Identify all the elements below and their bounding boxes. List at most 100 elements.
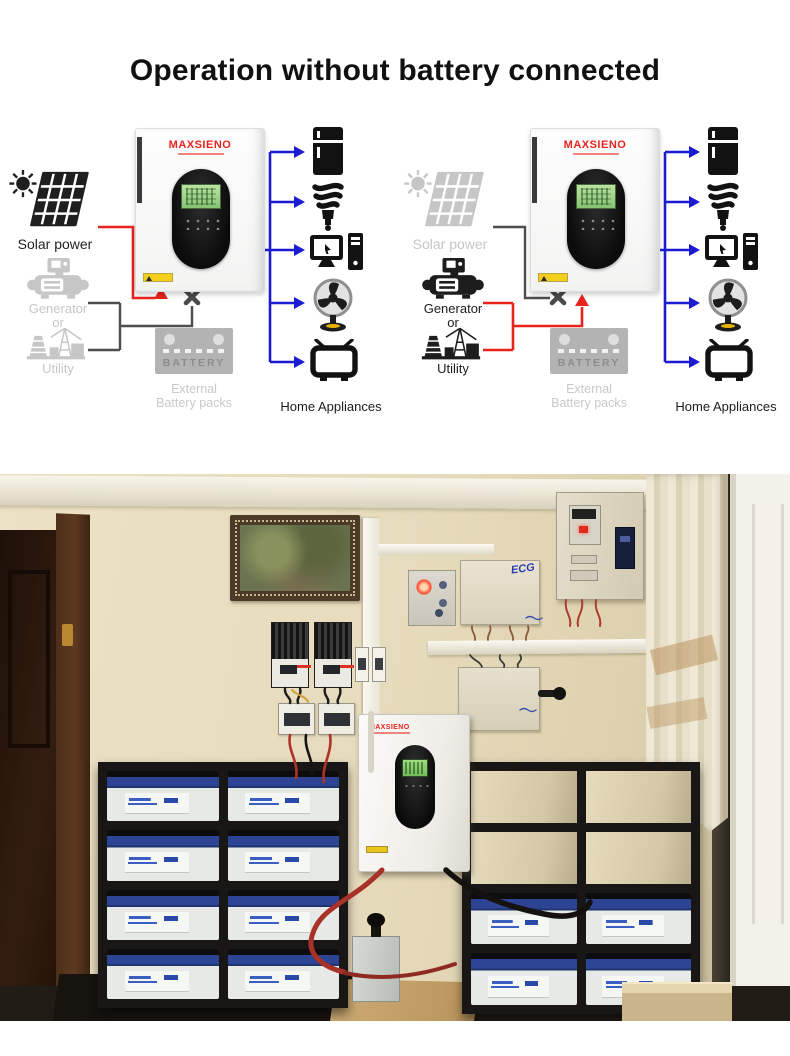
diagram-grid-mode: Solar power Generator or [395,100,790,462]
battery [227,771,339,822]
meter-label-slots [571,555,597,564]
control-box-red-indicator [408,570,456,626]
bottom-margin [0,1021,790,1056]
empty-rack-cell [471,771,577,823]
warning-sticker-icon [366,846,388,853]
battery [107,948,219,999]
sun-solar-panel-icon [8,168,102,234]
battery-box-label: BATTERY [557,357,621,369]
solar-power-label: Solar power [17,236,93,252]
battery [107,889,219,940]
wall-mounted-inverter: MAXSIENO [358,714,470,872]
meter-side-panel [615,527,635,569]
page-title: Operation without battery connected [129,54,661,87]
inverter-display-panel [567,169,625,269]
empty-rack-cell [585,831,691,884]
battery [585,892,691,945]
external-battery-packs-label: External Battery packs [156,382,232,410]
door-step [622,982,732,1021]
diagram-row: Solar power Generator or [0,100,790,462]
or-label: or [52,315,64,330]
battery-rack-right [462,762,700,1014]
meter-red-led [579,526,588,533]
warning-sticker-icon [538,273,568,282]
cfl-bulb-icon [705,181,741,233]
output-arrow-icons [294,146,305,368]
grid-arrow-icon [575,294,589,306]
isolator-handle [538,687,566,700]
inverter-heatsink [137,137,142,203]
inverter: MAXSIENO [530,128,660,292]
din-breaker-2 [372,647,386,682]
inverter-buttons [181,215,221,230]
solar-power-label: Solar power [412,236,488,252]
disconnect-x-icon [549,288,567,306]
wooden-door-left [0,530,56,1012]
stand-fan-icon [310,278,356,334]
external-battery-box: BATTERY [155,328,233,374]
output-arrow-icons [689,146,700,368]
desktop-computer-icon [310,233,364,273]
inverter-buttons [403,783,429,789]
refrigerator-icon [705,127,741,177]
utility-label: Utility [437,361,469,376]
battery [227,948,339,999]
utility-grid-icon [411,322,491,360]
inverter-heatsink [532,137,537,203]
desktop-computer-icon [705,233,759,273]
home-appliances-label: Home Appliances [675,399,777,414]
battery [471,892,577,945]
inverter-brand-label: MAXSIENO [563,139,627,151]
disconnect-x-icon [183,288,201,306]
battery [107,771,219,822]
floor-junction-box [352,913,400,1002]
white-door-right [730,474,790,1021]
battery-rack-left [98,762,348,1008]
ecg-box-label: ECG [510,561,536,577]
inverter-tagline [573,153,619,155]
television-icon [310,339,358,383]
charge-controller-2 [314,622,352,688]
sun-solar-panel-icon [403,168,497,234]
external-battery-box: BATTERY [550,328,628,374]
meter-display [572,509,596,519]
inverter: MAXSIENO [135,128,265,292]
distribution-box-lower [458,667,540,731]
cfl-bulb-icon [310,181,346,233]
door-hinge [62,624,73,646]
energy-meter-box [556,492,644,600]
inverter-brand-label: MAXSIENO [369,724,410,734]
television-icon [705,339,753,383]
battery-box-label: BATTERY [162,357,226,369]
cable-trunking-horizontal-top [378,544,494,555]
inverter-lcd-screen [402,759,428,777]
inverter-display-panel [395,745,435,829]
generator-icon [20,258,96,300]
battery [471,953,577,1005]
breaker-enclosure-1 [278,703,315,735]
picture-frame [230,515,360,601]
charge-controller-1 [271,622,309,688]
generator-label: Generator [28,301,88,316]
ecg-changeover-box: ECG [460,560,540,625]
empty-rack-cell [585,771,691,823]
inverter-display-panel [172,169,230,269]
stand-fan-icon [705,278,751,334]
external-battery-packs-label: External Battery packs [551,382,627,410]
utility-label: Utility [42,361,74,376]
inverter-tagline [178,153,224,155]
battery [107,830,219,881]
cable-trunking-vertical [363,518,380,770]
utility-grid-icon [16,322,96,360]
installation-photo: ECG MAXSIENO [0,474,790,1021]
generator-label: Generator [423,301,483,316]
door-frame-left [56,513,90,1013]
inverter-lcd-screen [181,184,221,209]
battery [227,830,339,881]
or-label: or [447,315,459,330]
empty-rack-cell [471,831,577,884]
warning-sticker-icon [143,273,173,282]
breaker-enclosure-2 [318,703,355,735]
generator-icon [415,258,491,300]
refrigerator-icon [310,127,346,177]
